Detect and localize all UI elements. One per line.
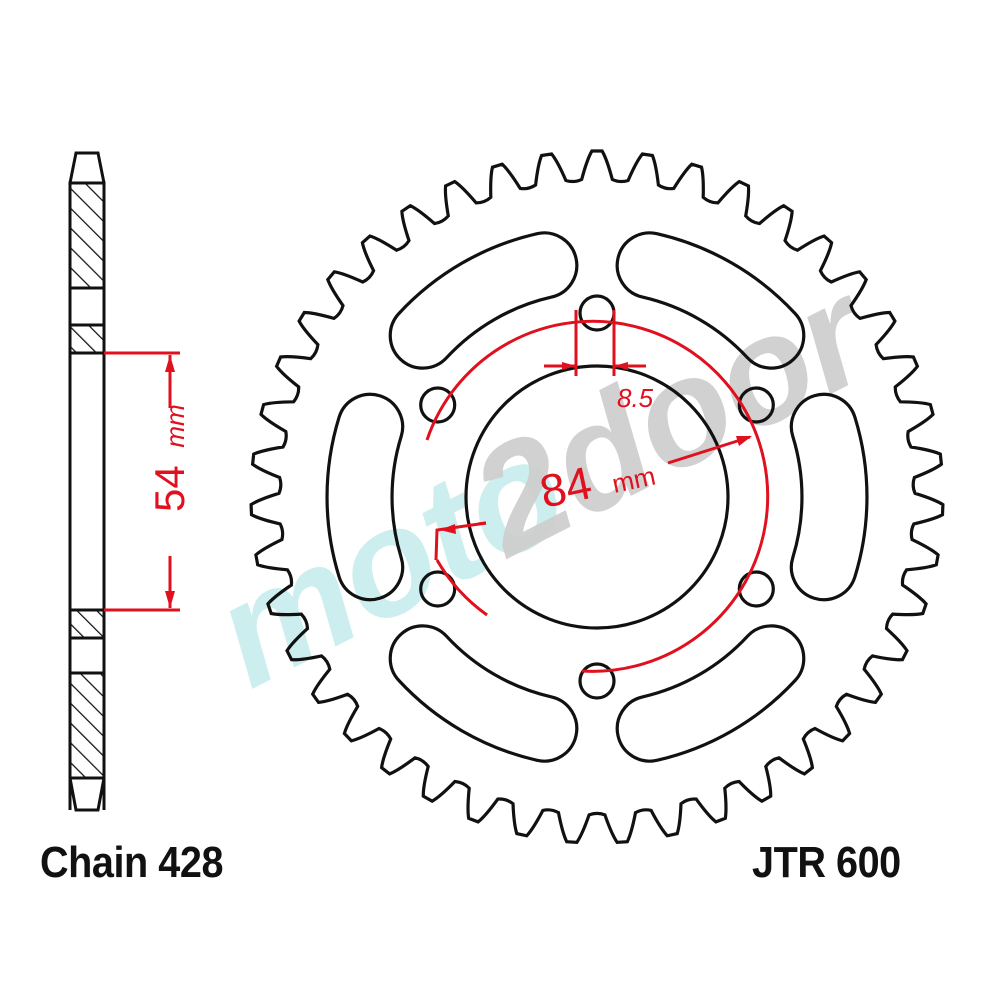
watermark-2door: 2door <box>444 245 901 589</box>
bolt-hole <box>737 570 775 608</box>
bolt-hole-value: 8.5 <box>617 383 654 413</box>
side-profile-view <box>68 151 106 812</box>
sprocket-teeth-outline <box>249 149 945 845</box>
bolt-circle-dimension <box>425 310 770 673</box>
lightening-slot <box>615 231 806 370</box>
bolt-hole <box>578 294 616 332</box>
lightening-slot <box>789 392 869 602</box>
svg-text:84 mm: 84 mm <box>535 443 659 518</box>
bolt-hole <box>419 386 457 424</box>
lightening-slots <box>325 231 869 763</box>
part-number-label: JTR 600 <box>752 838 901 887</box>
sprocket-front-view <box>249 149 945 845</box>
chain-size-label: Chain 428 <box>40 838 224 887</box>
bolt-hole <box>419 570 457 608</box>
lightening-slot <box>615 624 806 763</box>
hub-offset-dimension <box>104 351 180 612</box>
hub-offset-value: 54 <box>146 465 193 512</box>
lightening-slot <box>325 392 405 602</box>
bolt-circle-value: 84 <box>535 456 596 518</box>
hub-offset-unit: mm <box>160 404 190 447</box>
bolt-hole <box>578 662 616 700</box>
bolt-hole <box>737 386 775 424</box>
lightening-slot <box>388 624 579 763</box>
center-bore <box>464 364 730 630</box>
svg-text:54 mm: 54 mm <box>146 404 193 512</box>
bolt-circle-label: 84 mm <box>535 443 659 518</box>
lightening-slot <box>388 231 579 370</box>
hub-offset-label: 54 mm <box>146 404 193 512</box>
